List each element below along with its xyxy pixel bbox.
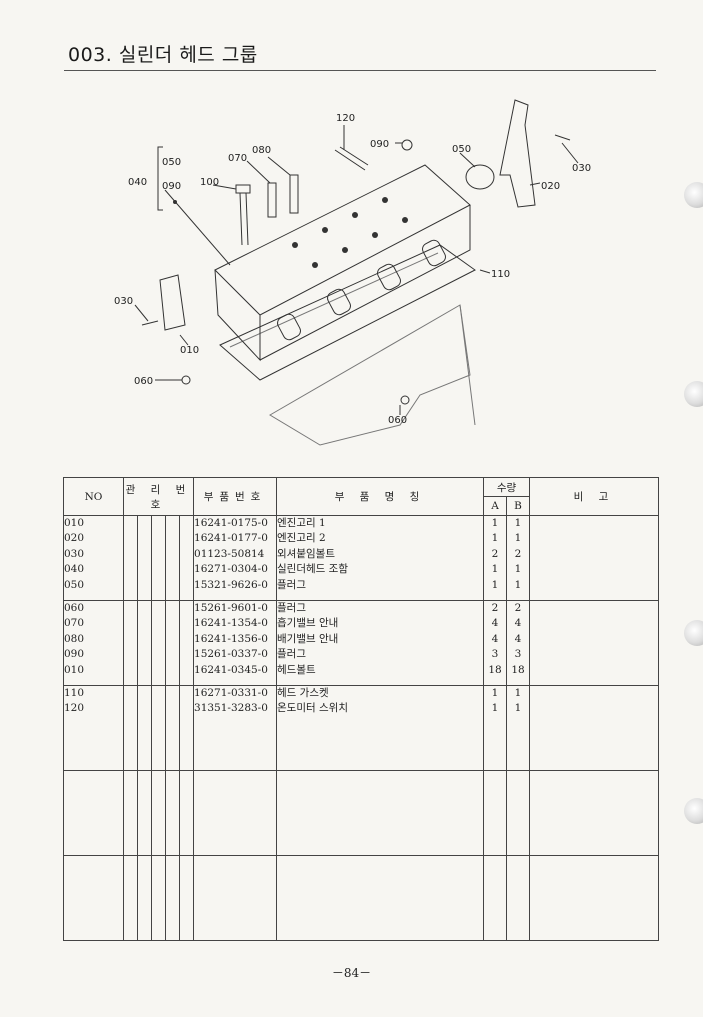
callout-label: 020 xyxy=(541,181,560,192)
callout-label: 080 xyxy=(252,145,271,156)
remarks-cell xyxy=(529,600,659,686)
title-rule xyxy=(64,70,656,71)
punch-hole-icon xyxy=(684,182,703,208)
page-title: 003. 실린더 헤드 그룹 xyxy=(68,44,258,66)
callout-label: 060 xyxy=(134,376,153,387)
remarks-cell xyxy=(529,515,659,601)
callout-label: 030 xyxy=(114,296,133,307)
header-management-number: 관 리 번 호 xyxy=(122,477,195,516)
callout-label: 070 xyxy=(228,153,247,164)
callout-label: 010 xyxy=(180,345,199,356)
header-part-number: 부품번호 xyxy=(193,477,278,516)
header-qty-a: A xyxy=(483,496,508,516)
callout-label: 090 xyxy=(370,139,389,150)
header-part-name: 부 품 명 칭 xyxy=(276,477,485,516)
remarks-cell xyxy=(529,685,659,771)
callout-label: 030 xyxy=(572,163,591,174)
callout-label: 110 xyxy=(491,269,510,280)
header-no: NO xyxy=(63,477,124,516)
table-row-empty xyxy=(63,855,659,941)
callout-label: 100 xyxy=(200,177,219,188)
table-row-empty xyxy=(63,770,659,856)
callout-label: 120 xyxy=(336,113,355,124)
callout-label: 050 xyxy=(452,144,471,155)
callout-label: 050 xyxy=(162,157,181,168)
header-qty-b: B xyxy=(506,496,531,516)
callout-label: 040 xyxy=(128,177,147,188)
callout-label: 090 xyxy=(162,181,181,192)
punch-hole-icon xyxy=(684,381,703,407)
cylinder-head-exploded-diagram: 120 090 050 080 070 040 050 090 100 030 … xyxy=(114,99,591,446)
page-number: －84－ xyxy=(331,966,372,980)
punch-hole-icon xyxy=(684,620,703,646)
callout-label: 060 xyxy=(388,415,407,426)
punch-hole-icon xyxy=(684,798,703,824)
header-quantity: 수량 xyxy=(483,477,531,497)
header-remarks: 비 고 xyxy=(529,477,659,516)
